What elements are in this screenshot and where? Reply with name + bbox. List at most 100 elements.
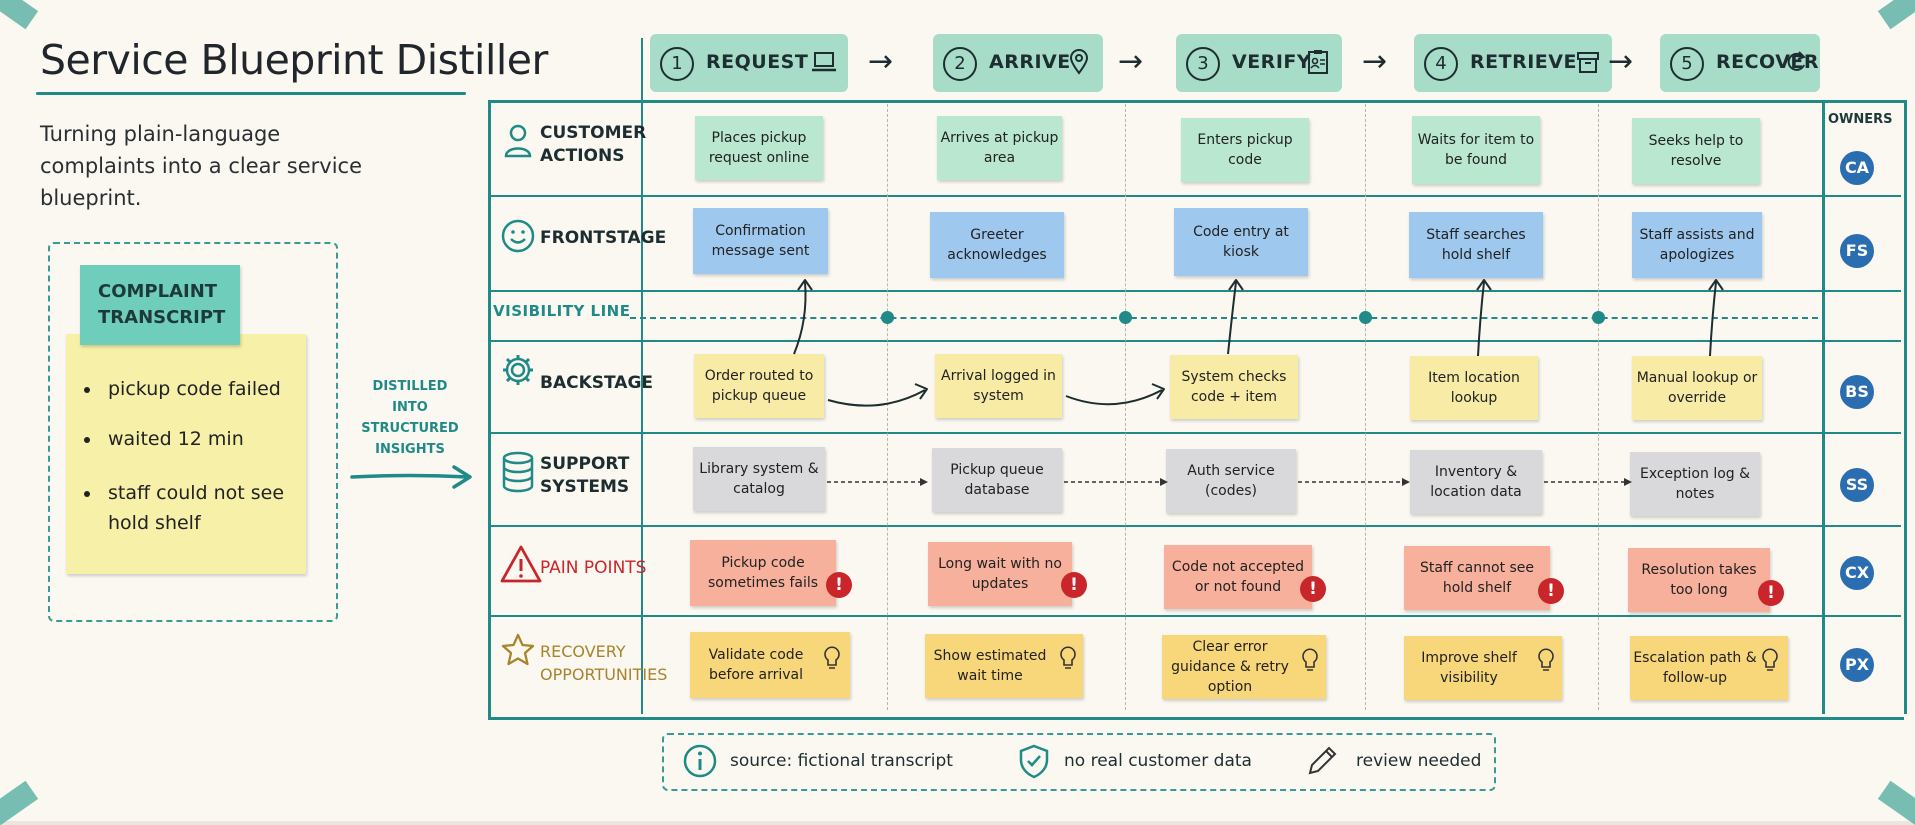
card-support-recover[interactable]: Exception log & notes bbox=[1630, 452, 1760, 516]
step-number: 2 bbox=[943, 47, 977, 81]
transcript-note: pickup code failed waited 12 min staff c… bbox=[66, 334, 306, 574]
visibility-marker bbox=[1592, 311, 1605, 324]
alert-icon: ! bbox=[1758, 580, 1784, 606]
step-label: REQUEST bbox=[706, 51, 809, 73]
footer-notes: source: fictional transcript no real cus… bbox=[662, 733, 1496, 791]
distilled-label: DISTILLED INTO STRUCTURED INSIGHTS bbox=[361, 379, 459, 457]
step-arrow-icon: → bbox=[1118, 44, 1144, 79]
step-request[interactable]: 1 REQUEST bbox=[650, 34, 848, 92]
distill-arrow-icon bbox=[350, 465, 472, 489]
gear-icon bbox=[503, 355, 533, 385]
card-customer-verify[interactable]: Enters pickup code bbox=[1181, 118, 1309, 182]
card-recovery-verify[interactable]: Clear error guidance & retry option bbox=[1162, 635, 1326, 699]
card-backstage-verify[interactable]: System checks code + item bbox=[1170, 355, 1298, 419]
card-backstage-request[interactable]: Order routed to pickup queue bbox=[694, 354, 824, 418]
card-text: Staff searches hold shelf bbox=[1426, 227, 1526, 263]
card-support-arrive[interactable]: Pickup queue database bbox=[932, 448, 1062, 512]
card-text: Staff cannot see hold shelf bbox=[1419, 560, 1535, 596]
visibility-line-label: VISIBILITY LINE bbox=[493, 302, 631, 320]
lane-label-recovery: RECOVERY OPPORTUNITIES bbox=[540, 642, 668, 684]
card-text: Seeks help to resolve bbox=[1648, 133, 1744, 169]
owners-title: OWNERS bbox=[1828, 112, 1893, 127]
card-recovery-recover[interactable]: Escalation path & follow-up bbox=[1630, 636, 1788, 700]
alert-icon: ! bbox=[1061, 572, 1087, 598]
step-number: 1 bbox=[660, 47, 694, 81]
card-support-retrieve[interactable]: Inventory & location data bbox=[1410, 450, 1542, 514]
owner-badge-px[interactable]: PX bbox=[1840, 648, 1874, 682]
card-recovery-request[interactable]: Validate code before arrival bbox=[690, 632, 850, 698]
card-customer-recover[interactable]: Seeks help to resolve bbox=[1632, 118, 1760, 184]
step-arrow-icon: → bbox=[868, 44, 894, 79]
owner-badge-bs[interactable]: BS bbox=[1840, 375, 1874, 409]
lane-divider bbox=[488, 432, 1901, 434]
footer-privacy: no real customer data bbox=[1064, 751, 1252, 771]
owner-badge-fs[interactable]: FS bbox=[1840, 234, 1874, 268]
card-frontstage-arrive[interactable]: Greeter acknowledges bbox=[930, 212, 1064, 278]
title-underline bbox=[36, 92, 466, 95]
card-customer-arrive[interactable]: Arrives at pickup area bbox=[937, 116, 1062, 180]
card-pain-recover[interactable]: Resolution takes too long bbox=[1628, 548, 1770, 612]
lane-label-frontstage: FRONTSTAGE bbox=[540, 228, 667, 248]
card-text: Enters pickup code bbox=[1197, 132, 1293, 168]
info-icon bbox=[683, 744, 717, 778]
card-backstage-recover[interactable]: Manual lookup or override bbox=[1632, 356, 1762, 420]
blueprint-grid bbox=[488, 100, 1904, 720]
refresh-icon bbox=[1787, 51, 1806, 71]
card-pain-verify[interactable]: Code not accepted or not found bbox=[1164, 545, 1312, 609]
lane-label-customer-actions: CUSTOMER ACTIONS bbox=[540, 123, 647, 166]
card-support-request[interactable]: Library system & catalog bbox=[693, 447, 825, 511]
visibility-marker bbox=[1119, 311, 1132, 324]
step-arrive[interactable]: 2 ARRIVE bbox=[933, 34, 1103, 92]
card-text: Escalation path & follow-up bbox=[1633, 650, 1757, 686]
step-verify[interactable]: 3 VERIFY bbox=[1176, 34, 1342, 92]
step-number: 5 bbox=[1670, 47, 1704, 81]
card-backstage-retrieve[interactable]: Item location lookup bbox=[1410, 356, 1538, 420]
card-text: Staff assists and apologizes bbox=[1639, 227, 1755, 263]
card-pain-retrieve[interactable]: Staff cannot see hold shelf bbox=[1404, 546, 1550, 610]
transcript-item: waited 12 min bbox=[84, 428, 244, 450]
card-text: Library system & catalog bbox=[699, 461, 819, 497]
card-text: Validate code before arrival bbox=[708, 647, 804, 683]
card-frontstage-retrieve[interactable]: Staff searches hold shelf bbox=[1409, 212, 1543, 278]
card-backstage-arrive[interactable]: Arrival logged in system bbox=[935, 354, 1062, 418]
card-text: Confirmation message sent bbox=[711, 223, 810, 259]
card-customer-retrieve[interactable]: Waits for item to be found bbox=[1412, 116, 1540, 184]
card-text: Arrives at pickup area bbox=[940, 130, 1059, 166]
card-recovery-retrieve[interactable]: Improve shelf visibility bbox=[1404, 636, 1562, 700]
step-recover[interactable]: 5 RECOVER bbox=[1660, 34, 1820, 92]
footer-source: source: fictional transcript bbox=[730, 751, 953, 771]
smiley-icon bbox=[501, 219, 535, 253]
card-frontstage-request[interactable]: Confirmation message sent bbox=[693, 208, 828, 274]
page-title: Service Blueprint Distiller bbox=[40, 36, 548, 84]
card-frontstage-recover[interactable]: Staff assists and apologizes bbox=[1632, 212, 1762, 278]
card-text: Pickup queue database bbox=[950, 462, 1044, 498]
owner-badge-ss[interactable]: SS bbox=[1840, 468, 1874, 502]
card-text: Auth service (codes) bbox=[1187, 463, 1275, 499]
card-text: Inventory & location data bbox=[1430, 464, 1522, 500]
visibility-line bbox=[630, 317, 1818, 319]
owner-badge-cx[interactable]: CX bbox=[1840, 556, 1874, 590]
step-label: RECOVER bbox=[1716, 51, 1820, 73]
owner-badge-ca[interactable]: CA bbox=[1840, 151, 1874, 185]
transcript-item: pickup code failed bbox=[84, 378, 281, 400]
star-icon bbox=[501, 633, 535, 666]
card-frontstage-verify[interactable]: Code entry at kiosk bbox=[1174, 208, 1308, 276]
step-label: VERIFY bbox=[1232, 51, 1312, 73]
shield-icon bbox=[1019, 744, 1049, 779]
column-divider bbox=[1365, 104, 1366, 710]
card-text: Clear error guidance & retry option bbox=[1171, 639, 1289, 695]
card-pain-arrive[interactable]: Long wait with no updates bbox=[928, 542, 1072, 606]
card-text: Show estimated wait time bbox=[933, 648, 1047, 684]
card-text: Waits for item to be found bbox=[1417, 132, 1535, 168]
step-retrieve[interactable]: 4 RETRIEVE bbox=[1414, 34, 1612, 92]
alert-icon: ! bbox=[1538, 578, 1564, 604]
card-recovery-arrive[interactable]: Show estimated wait time bbox=[925, 634, 1083, 698]
card-pain-request[interactable]: Pickup code sometimes fails bbox=[690, 540, 836, 606]
lane-label-support-systems: SUPPORT SYSTEMS bbox=[540, 454, 630, 497]
card-customer-request[interactable]: Places pickup request online bbox=[695, 116, 823, 180]
card-text: Places pickup request online bbox=[708, 130, 810, 166]
card-text: System checks code + item bbox=[1181, 369, 1287, 405]
card-support-verify[interactable]: Auth service (codes) bbox=[1166, 449, 1296, 513]
person-icon bbox=[504, 124, 532, 158]
